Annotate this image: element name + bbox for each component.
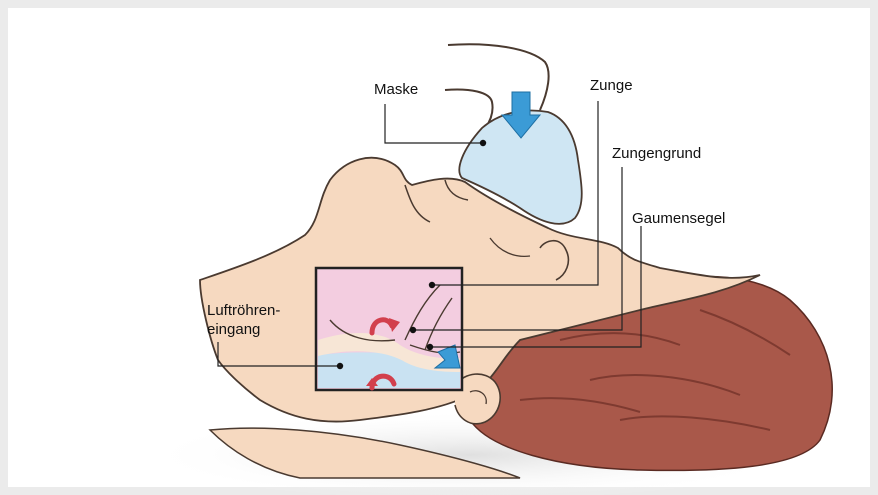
label-trachea-line1: Luftröhren- [207,302,280,320]
label-tongue: Zunge [590,77,633,95]
label-tongue-base: Zungengrund [612,145,701,163]
label-trachea-line2: eingang [207,321,260,339]
label-soft-palate: Gaumensegel [632,210,725,228]
airway-inset [316,268,462,390]
tube-inner [445,90,493,131]
label-mask: Maske [374,81,418,99]
tube [448,44,549,110]
